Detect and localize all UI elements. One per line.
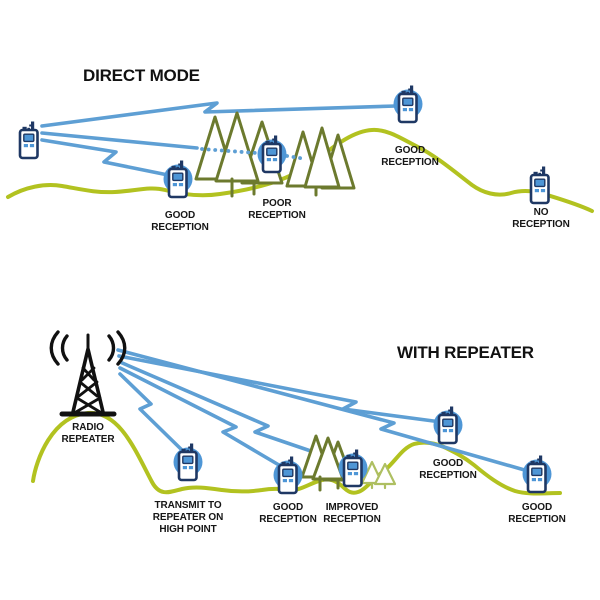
direct-mode-section: DIRECT MODE <box>6 66 594 233</box>
label-good-reception: RECEPTION <box>259 514 316 525</box>
signal-line-zigzag-top <box>40 101 398 128</box>
signal-lines-repeater <box>116 348 530 473</box>
signal-line-to-hilltop-radio <box>117 354 443 424</box>
label-poor-reception: POOR <box>262 198 292 209</box>
label-good-reception: RECEPTION <box>508 514 565 525</box>
transmit-radio-icon <box>173 442 203 482</box>
section-title-with-repeater: WITH REPEATER <box>397 343 534 362</box>
dotted-signal-line <box>200 147 258 155</box>
label-transmit-to-repeater: HIGH POINT <box>159 524 216 535</box>
label-good-reception: RECEPTION <box>381 157 438 168</box>
tower-legs <box>71 347 105 414</box>
pine-tree-icon <box>214 111 260 183</box>
receiver-radio-good-icon <box>163 159 193 199</box>
tree-trunk <box>318 475 340 492</box>
signal-line-to-improved-radio <box>118 360 348 465</box>
signal-lines-direct <box>40 101 398 177</box>
signal-line-to-transmit-radio <box>118 372 187 455</box>
tree-cluster-dark-bottom <box>300 434 354 492</box>
label-transmit-to-repeater: TRANSMIT TO <box>154 500 221 511</box>
transmitter-radio-icon <box>18 120 39 160</box>
receiver-radio-good-icon <box>433 405 463 445</box>
label-no-reception: NO <box>534 207 549 218</box>
label-good-reception: GOOD <box>273 502 303 513</box>
label-improved-reception: IMPROVED <box>326 502 379 513</box>
tower-braces <box>74 366 102 414</box>
signal-line-middle <box>40 131 199 150</box>
label-good-reception: GOOD <box>165 210 195 221</box>
section-title-direct-mode: DIRECT MODE <box>83 66 200 85</box>
pine-tree-icon <box>303 126 341 189</box>
label-radio-repeater: REPEATER <box>62 434 116 445</box>
tree-trunk <box>230 177 256 198</box>
label-no-reception: RECEPTION <box>512 219 569 230</box>
direct-mode-labels: GOOD RECEPTION POOR RECEPTION GOOD RECEP… <box>151 145 570 233</box>
label-transmit-to-repeater: REPEATER ON <box>153 512 223 523</box>
pine-tree-icon <box>311 436 345 481</box>
label-good-reception: RECEPTION <box>419 470 476 481</box>
label-poor-reception: RECEPTION <box>248 210 305 221</box>
label-improved-reception: RECEPTION <box>323 514 380 525</box>
tree-cluster-right <box>285 126 356 197</box>
with-repeater-labels: RADIO REPEATER TRANSMIT TO REPEATER ON H… <box>62 422 566 535</box>
receiver-radio-good-icon <box>273 455 303 495</box>
radio-waves-icon <box>49 330 127 366</box>
receiver-radio-none-icon <box>529 165 550 205</box>
signal-line-to-far-radio <box>116 348 530 473</box>
receiver-radio-improved-icon <box>338 448 368 488</box>
signal-line-to-good-radio <box>118 366 286 470</box>
receiver-radio-good-icon <box>522 454 552 494</box>
label-radio-repeater: RADIO <box>72 422 104 433</box>
label-good-reception: GOOD <box>433 458 463 469</box>
receiver-radio-good-icon <box>393 84 423 124</box>
receiver-radio-poor-icon <box>257 134 287 174</box>
tree-cluster-light-bottom <box>360 460 397 490</box>
label-good-reception: GOOD <box>395 145 425 156</box>
label-good-reception: RECEPTION <box>151 222 208 233</box>
broadcast-tower-icon <box>49 330 127 417</box>
tree-trunk <box>370 481 387 490</box>
label-good-reception: GOOD <box>522 502 552 513</box>
with-repeater-section: WITH REPEATER <box>31 330 566 535</box>
signal-line-zigzag-bottom <box>40 138 170 177</box>
